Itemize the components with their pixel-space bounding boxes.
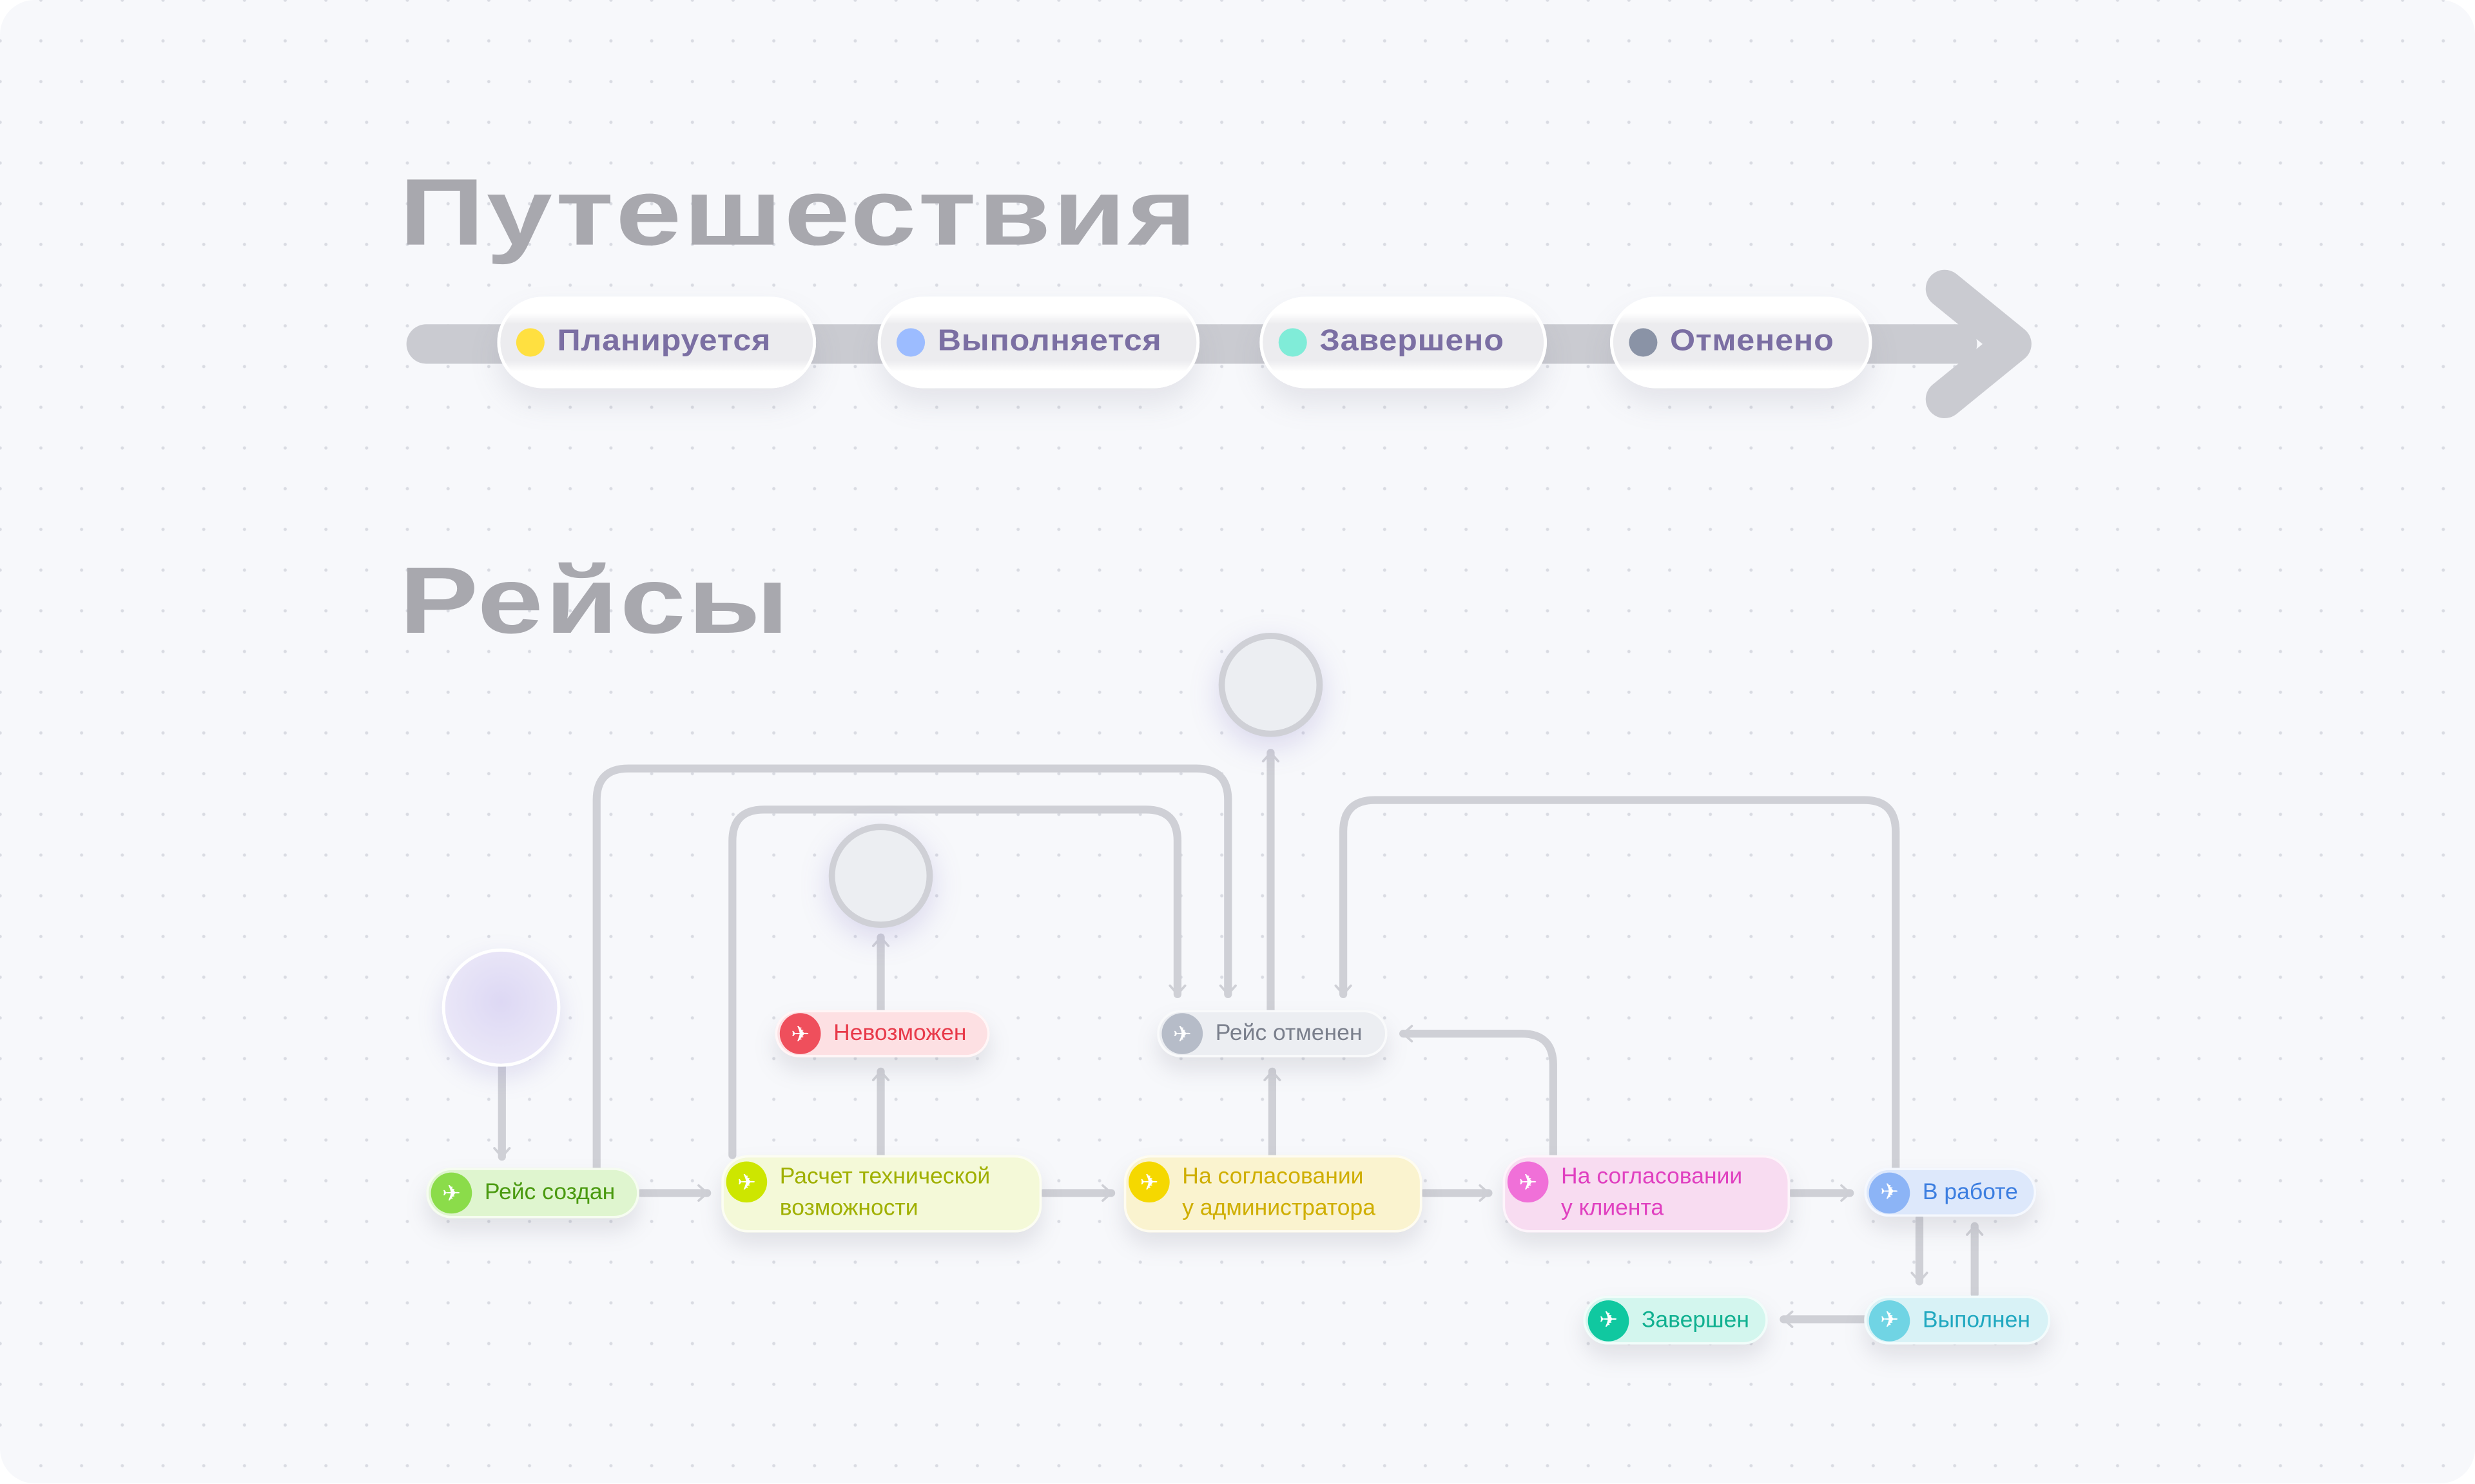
status-label: Завершено — [1319, 325, 1504, 358]
status-label: Планируется — [557, 325, 772, 358]
status-node-client: ✈ На согласовании у клиента — [1502, 1155, 1791, 1233]
status-dot-icon — [897, 328, 926, 357]
status-node-label: Выполнен — [1922, 1307, 2030, 1333]
start-node — [442, 948, 561, 1067]
status-label: Отменено — [1670, 325, 1834, 358]
status-in-progress: Выполняется — [877, 296, 1200, 389]
status-node-inwork: ✈ В работе — [1864, 1168, 2037, 1217]
status-node-calc: ✈ Расчет технической возможности — [721, 1155, 1042, 1233]
flights-title: Рейсы — [399, 547, 791, 653]
status-node-created: ✈ Рейс создан — [426, 1168, 639, 1219]
airplane-icon: ✈ — [1161, 1013, 1203, 1054]
status-label: Выполняется — [937, 325, 1162, 358]
airplane-icon: ✈ — [1868, 1299, 1910, 1341]
end-node-impossible — [828, 824, 933, 929]
status-node-label: В работе — [1922, 1179, 2018, 1205]
status-node-label: На согласовании у клиента — [1561, 1164, 1743, 1222]
status-node-label: Расчет технической возможности — [779, 1164, 991, 1222]
airplane-icon: ✈ — [1587, 1299, 1629, 1341]
status-dot-icon — [1278, 328, 1307, 357]
airplane-icon: ✈ — [726, 1161, 768, 1203]
status-dot-icon — [1629, 328, 1658, 357]
airplane-icon: ✈ — [1868, 1171, 1910, 1213]
airplane-icon: ✈ — [1129, 1161, 1170, 1203]
status-completed: Завершено — [1259, 296, 1548, 389]
status-node-finished: ✈ Завершен — [1583, 1295, 1768, 1345]
airplane-icon: ✈ — [1507, 1161, 1549, 1203]
airplane-icon: ✈ — [431, 1172, 472, 1214]
status-node-admin: ✈ На согласовании у администратора — [1123, 1155, 1422, 1233]
trips-title: Путешествия — [399, 159, 1199, 265]
airplane-icon: ✈ — [779, 1013, 821, 1054]
status-node-impossible: ✈ Невозможен — [775, 1010, 990, 1057]
end-node-cancelled — [1218, 633, 1323, 737]
status-node-label: На согласовании у администратора — [1182, 1164, 1375, 1222]
status-node-label: Рейс отменен — [1215, 1021, 1363, 1046]
status-node-cancelled: ✈ Рейс отменен — [1157, 1010, 1388, 1057]
status-node-done: ✈ Выполнен — [1864, 1295, 2051, 1345]
status-node-label: Рейс создан — [484, 1180, 616, 1206]
status-dot-icon — [516, 328, 545, 357]
status-node-label: Завершен — [1641, 1307, 1749, 1333]
status-planned: Планируется — [497, 296, 817, 389]
status-cancelled: Отменено — [1609, 296, 1872, 389]
status-node-label: Невозможен — [833, 1021, 967, 1046]
